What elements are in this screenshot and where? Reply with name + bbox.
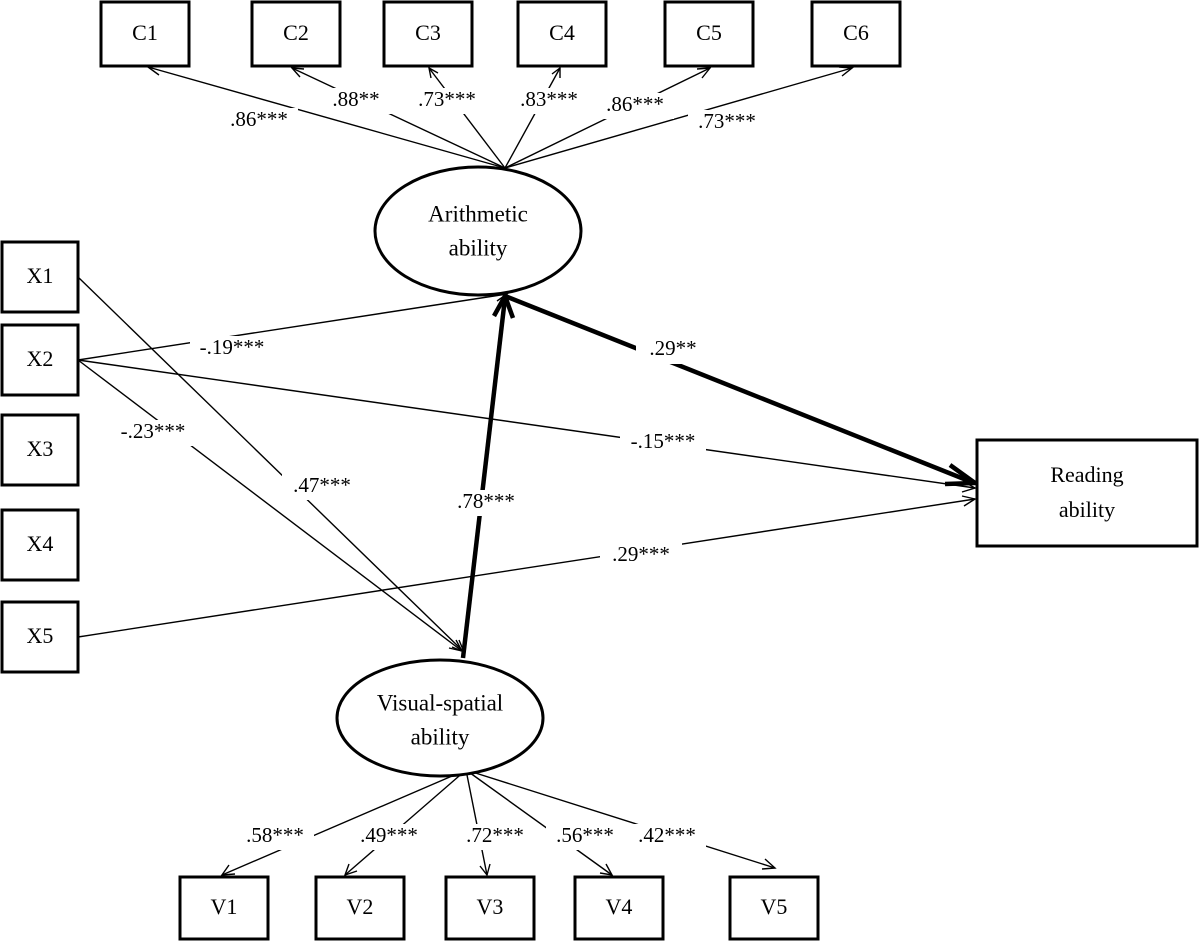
arrowhead-c4 [551, 66, 561, 78]
predictor-variables: X1 X2 X3 X4 X5 [0, 240, 80, 674]
label-arithmetic-line2: ability [449, 235, 508, 260]
box-c1 [99, 0, 191, 68]
path-x1-visual [77, 276, 465, 653]
path-arithmetic-c4 [504, 67, 561, 169]
path-arithmetic-c1 [147, 66, 506, 169]
coef-visual-v1: .58*** [246, 823, 304, 847]
label-v2: V2 [347, 894, 374, 919]
arrowhead-v1 [220, 864, 236, 876]
box-c3 [382, 0, 474, 68]
path-visual-v2 [344, 769, 467, 876]
path-x2-arithmetic [77, 293, 508, 361]
label-v5: V5 [761, 894, 788, 919]
box-c4 [516, 0, 608, 68]
box-c5 [663, 0, 755, 68]
box-c6 [810, 0, 902, 68]
label-x3: X3 [27, 436, 54, 461]
arrowhead-c3 [428, 66, 439, 79]
arrowhead-v4 [599, 863, 614, 876]
arithmetic-ability-node: Arithmetic ability [373, 165, 583, 297]
coef-arith-c3: .73*** [418, 87, 476, 111]
arrowhead-v5 [761, 858, 777, 870]
reading-ability-node: Reading ability [975, 438, 1199, 548]
box-v4 [573, 875, 665, 941]
box-v2 [314, 875, 406, 941]
label-x5: X5 [27, 623, 54, 648]
visual-indicators: V1 V2 V3 V4 V5 [178, 875, 820, 941]
box-c2 [250, 0, 342, 68]
arrowhead-arithmetic-reading [944, 463, 982, 487]
coef-x2-visual: -.23*** [121, 419, 186, 443]
path-arithmetic-c6 [504, 67, 853, 169]
coef-x1-visual: .47*** [293, 473, 351, 497]
structural-paths [77, 276, 982, 659]
arithmetic-indicators: C1 C2 C3 C4 C5 C6 [99, 0, 902, 68]
coef-arithmetic-reading: .29** [649, 336, 696, 360]
label-x4: X4 [27, 531, 54, 556]
coef-arith-c6: .73*** [698, 109, 756, 133]
label-v3: V3 [477, 894, 504, 919]
box-v1 [178, 875, 270, 941]
box-x4 [0, 508, 80, 582]
path-arithmetic-c3 [428, 67, 506, 169]
coef-visual-arithmetic: .78*** [457, 489, 515, 513]
path-x5-reading [77, 498, 976, 638]
coef-x2-arithmetic: -.19*** [200, 335, 265, 359]
label-arithmetic-line1: Arithmetic [428, 201, 528, 226]
coef-arith-c2: .88** [332, 87, 379, 111]
box-x3 [0, 413, 80, 487]
path-x2-visual [77, 359, 463, 652]
label-c6: C6 [843, 20, 869, 45]
visual-spatial-ability-node: Visual-spatial ability [335, 658, 545, 778]
arrowhead-c2 [290, 67, 305, 78]
label-c5: C5 [696, 20, 722, 45]
path-visual-v1 [221, 769, 467, 876]
box-v3 [444, 875, 536, 941]
coef-arith-c4: .83*** [520, 87, 578, 111]
label-reading-line2: ability [1059, 497, 1115, 522]
box-x5 [0, 600, 80, 674]
coef-arith-c5: .86*** [606, 92, 664, 116]
path-arithmetic-c2 [291, 67, 506, 169]
coef-visual-v5: .42*** [638, 823, 696, 847]
coefficient-labels: .86*** .88** .73*** .83*** .86*** .73***… [110, 87, 766, 850]
label-c1: C1 [132, 20, 158, 45]
arrowhead-x5-reading [961, 495, 977, 507]
visual-loading-paths [220, 769, 777, 877]
label-x1: X1 [27, 263, 54, 288]
box-x2 [0, 323, 80, 397]
path-visual-v5 [465, 769, 776, 869]
arrowhead-v2 [343, 863, 358, 877]
ellipse-visual [335, 658, 545, 778]
coef-x5-reading: .29*** [612, 542, 670, 566]
coef-x2-reading: -.15*** [631, 429, 696, 453]
coef-visual-v3: .72*** [466, 823, 524, 847]
label-reading-line1: Reading [1050, 462, 1123, 487]
arrowhead-v3 [479, 863, 491, 877]
label-v1: V1 [211, 894, 238, 919]
arrowhead-c5 [696, 67, 712, 79]
coef-arith-c1: .86*** [230, 107, 288, 131]
path-x2-reading [77, 359, 976, 489]
coef-visual-v4: .56*** [556, 823, 614, 847]
path-visual-arithmetic [460, 297, 508, 659]
path-arithmetic-reading [504, 293, 975, 486]
label-v4: V4 [606, 894, 633, 919]
box-v5 [728, 875, 820, 941]
label-c2: C2 [283, 20, 309, 45]
label-visual-line2: ability [411, 724, 470, 749]
ellipse-arithmetic [373, 165, 583, 297]
label-visual-line1: Visual-spatial [377, 690, 503, 715]
path-visual-v3 [465, 769, 488, 876]
box-reading [975, 438, 1199, 548]
path-visual-v4 [465, 769, 613, 876]
label-c3: C3 [415, 20, 441, 45]
label-c4: C4 [549, 20, 575, 45]
label-x2: X2 [27, 346, 54, 371]
box-x1 [0, 240, 80, 314]
coef-visual-v2: .49*** [360, 823, 418, 847]
